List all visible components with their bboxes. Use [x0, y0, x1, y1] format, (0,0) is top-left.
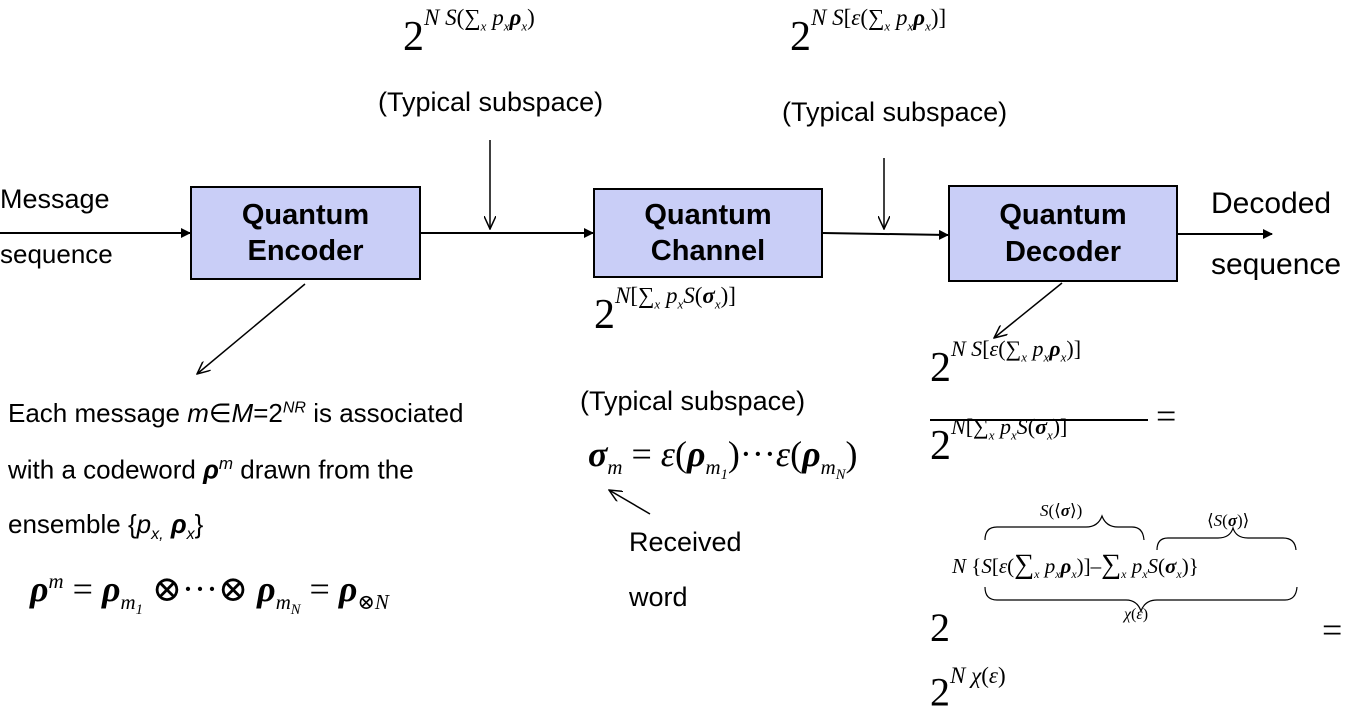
encoder-description-line2: with a codeword ρm drawn from the — [8, 454, 414, 485]
channel-to-decoder-arrow — [822, 229, 949, 240]
encoder-description-pointer — [197, 283, 306, 374]
exponent-full-equation: N {S[ε(∑x pxρx)]–∑x pxS(σx)} — [952, 549, 1199, 582]
ratio-numerator-equation: 2N S[ε(∑x pxρx)] — [930, 336, 1082, 391]
exponent-equals-sign: = — [1322, 610, 1343, 650]
typical-conditional-equation: 2N[∑x pxS(σx)] — [594, 283, 736, 338]
received-word-equation: σm = ε(ρm1)···ε(ρmN) — [588, 434, 858, 484]
decoder-ratio-pointer — [994, 282, 1063, 338]
encoder-label-line1: Quantum — [241, 198, 370, 231]
channel-label-line2: Channel — [650, 235, 766, 267]
codeword-equation: ρm = ρm1 ⊗···⊗ ρmN = ρ⊗N — [30, 569, 389, 619]
brace-top-left — [984, 514, 1145, 541]
quantum-channel-block: Quantum Channel — [593, 188, 823, 278]
typical-subspace-encoder: (Typical subspace) — [378, 87, 604, 117]
message-label-line2: sequence — [0, 239, 113, 269]
encoder-description-line1: Each message m∈M=2NR is associated — [8, 398, 464, 428]
decoded-label-line2: sequence — [1211, 248, 1342, 281]
decoder-label-line1: Quantum — [999, 199, 1127, 232]
channel-label-line1: Quantum — [644, 198, 772, 231]
message-label-line1: Message — [0, 184, 110, 214]
final-capacity-equation: 2N χ(ε) — [930, 663, 1006, 713]
brace-top-right — [1156, 525, 1297, 551]
quantum-decoder-block: Quantum Decoder — [948, 185, 1178, 282]
typical-subspace-channel: (Typical subspace) — [782, 97, 1008, 127]
ratio-equals-sign: = — [1156, 396, 1177, 436]
encoder-label-line2: Encoder — [247, 235, 364, 267]
decoded-label-line1: Decoded — [1211, 187, 1332, 220]
typical-encoder-equation: 2N S(∑x pxρx) — [403, 5, 535, 60]
brace-top-right-label: ⟨S(σ)⟩ — [1207, 511, 1250, 530]
received-word-pointer — [609, 490, 651, 515]
brace-top-left-label: S(⟨σ⟩) — [1040, 501, 1083, 520]
quantum-encoder-block: Quantum Encoder — [190, 186, 421, 280]
ratio-denominator-equation: 2N[∑x pxS(σx)] — [930, 414, 1068, 469]
brace-bottom — [984, 586, 1298, 613]
received-word-line2: word — [629, 582, 688, 612]
encoder-description-line3: ensemble {px, ρx} — [8, 509, 204, 544]
received-word-line1: Received — [629, 527, 742, 557]
decoder-label-line2: Decoder — [1004, 235, 1122, 268]
exponent-base-two: 2 — [930, 605, 950, 650]
brace-bottom-label: χ(ε) — [1124, 606, 1149, 623]
typical-channel-output-equation: 2N S[ε(∑x pxρx)] — [790, 5, 947, 60]
typical-subspace-conditional: (Typical subspace) — [580, 386, 806, 416]
